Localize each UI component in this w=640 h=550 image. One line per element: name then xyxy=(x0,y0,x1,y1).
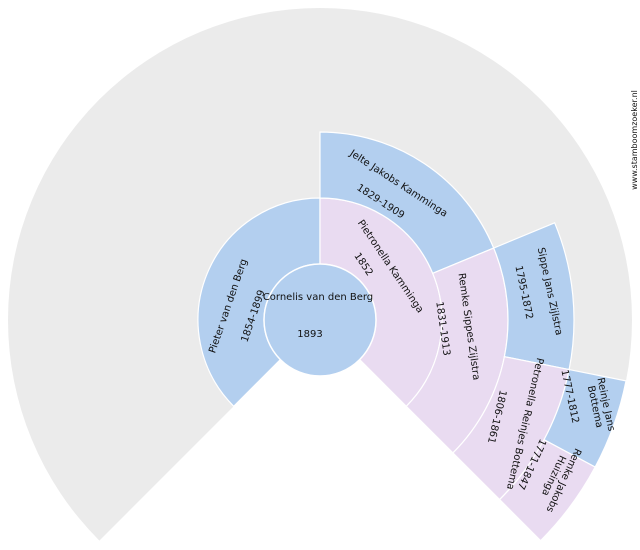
root-dates: 1893 xyxy=(297,329,322,340)
watermark: www.stamboomzoeker.nl xyxy=(630,90,639,190)
great-great-grandmother-segment[interactable] xyxy=(498,438,596,542)
root-person-circle[interactable] xyxy=(263,263,377,377)
root-name: Cornelis van den Berg xyxy=(263,292,373,303)
